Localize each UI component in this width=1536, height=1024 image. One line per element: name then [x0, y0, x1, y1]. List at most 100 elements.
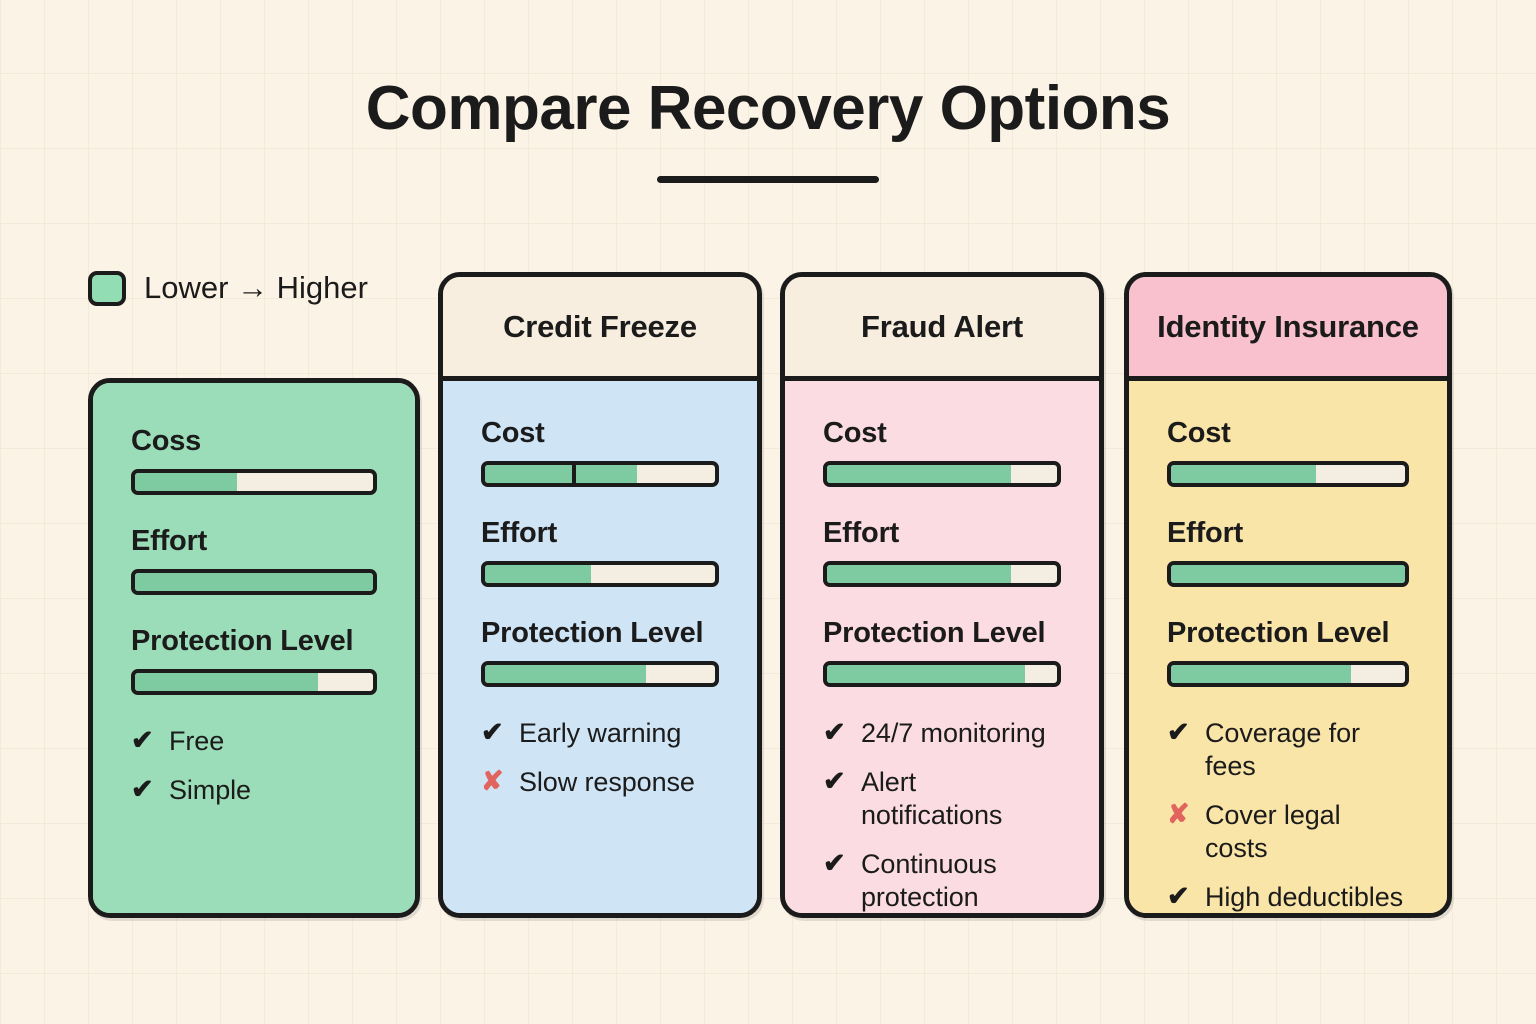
cross-icon: ✘ [481, 765, 504, 796]
check-icon: ✔ [131, 725, 154, 755]
legend: Lower → Higher [88, 270, 368, 306]
metric-bar [1167, 561, 1409, 587]
metric-row: Cost [823, 417, 1061, 487]
metric-label: Protection Level [823, 617, 1046, 649]
feature-list-item: ✔ Free [131, 725, 377, 758]
card-header: Credit Freeze [443, 277, 757, 381]
metric-row: Protection Level [1167, 617, 1409, 687]
metric-label: Cost [1167, 417, 1231, 449]
metric-bar-fill [827, 665, 1025, 683]
metric-bar-fill [1171, 565, 1405, 583]
metric-label: Effort [131, 525, 208, 557]
legend-label: Lower → Higher [144, 270, 368, 305]
metric-row: Coss [131, 425, 377, 495]
metric-row: Cost [481, 417, 719, 487]
metric-row: Protection Level [131, 625, 377, 695]
feature-list-item: ✘Cover legal costs [1167, 799, 1409, 865]
metric-row: Effort [481, 517, 719, 587]
feature-list-item: ✔ High deductibles [1167, 880, 1409, 913]
metric-bar-fill [827, 465, 1011, 483]
feature-list-item: ✔ Simple [131, 774, 377, 807]
metric-bar-fill [485, 565, 591, 583]
metric-bar [131, 569, 377, 595]
metric-bar [823, 661, 1061, 687]
feature-list-item: ✔ Early warning [481, 717, 719, 750]
feature-label: Free [169, 726, 225, 756]
card-title: Fraud Alert [860, 308, 1023, 344]
metric-bar [481, 561, 719, 587]
feature-label: Alert notifications [861, 766, 1003, 830]
legend-swatch-icon [88, 270, 126, 306]
metric-label: Coss [131, 425, 202, 457]
metric-label: Effort [1167, 517, 1244, 549]
cross-icon: ✘ [1167, 798, 1190, 829]
feature-list: ✔ Early warning ✘ Slow response [481, 717, 719, 799]
metric-bar-fill [485, 665, 646, 683]
metric-row: Protection Level [823, 617, 1061, 687]
metric-bar-fill [1171, 465, 1317, 483]
feature-list: ✔ Coverage for fees ✘Cover legal costs ✔ Hig… [1167, 717, 1409, 913]
card-title: Credit Freeze [503, 308, 697, 344]
metric-row: Effort [131, 525, 377, 595]
feature-label: Simple [169, 774, 251, 805]
title-underline-rule [657, 176, 879, 183]
feature-label: High deductibles [1205, 881, 1404, 912]
feature-list-item: ✔ Continuous protection [823, 847, 1061, 913]
metric-label: Effort [481, 517, 558, 549]
check-icon: ✔ [823, 717, 846, 747]
metric-bar [131, 469, 377, 495]
metric-label: Protection Level [481, 617, 704, 649]
feature-list: ✔ 24/7 monitoring ✔ Alert notifications ✔ Con… [823, 717, 1061, 913]
card-title: Identity Insurance [1157, 308, 1419, 344]
metric-bar-fill [827, 565, 1011, 583]
page-title: Compare Recovery Options [365, 74, 1171, 143]
metric-bar [481, 461, 719, 487]
card-header: Identity Insurance [1129, 277, 1447, 381]
metric-bar-fill [135, 673, 319, 691]
metric-bar-fill [485, 465, 637, 483]
metric-label: Cost [823, 417, 887, 449]
feature-label: 24/7 monitoring [861, 718, 1046, 748]
feature-label: Early warning [519, 718, 682, 748]
metric-label: Effort [823, 517, 900, 549]
feature-label: Slow response [519, 766, 695, 797]
metric-label: Protection Level [1167, 617, 1390, 649]
metric-bar [481, 661, 719, 687]
check-icon: ✔ [481, 717, 504, 747]
metric-bar [1167, 661, 1409, 687]
metric-row: Effort [1167, 517, 1409, 587]
metric-row: Effort [823, 517, 1061, 587]
feature-list-item: ✔ Alert notifications [823, 766, 1061, 832]
metric-bar [1167, 461, 1409, 487]
title-block: Compare Recovery Options [0, 78, 1536, 183]
metric-bar-fill [135, 473, 238, 491]
metric-label: Protection Level [131, 625, 354, 657]
check-icon: ✔ [823, 765, 846, 796]
metric-bar-fill [135, 573, 373, 591]
feature-label: Continuous protection [861, 848, 997, 912]
check-icon: ✔ [1167, 880, 1190, 911]
feature-list-item: ✔ Coverage for fees [1167, 717, 1409, 783]
metric-row: Protection Level [481, 617, 719, 687]
metric-row: Cost [1167, 417, 1409, 487]
card-header: Fraud Alert [785, 277, 1099, 381]
check-icon: ✔ [823, 847, 846, 878]
check-icon: ✔ [1167, 717, 1190, 747]
feature-label: Coverage for fees [1205, 718, 1360, 781]
metric-bar-divider [572, 465, 577, 483]
metric-bar [131, 669, 377, 695]
metric-bar-fill [1171, 665, 1352, 683]
metric-label: Cost [481, 417, 545, 449]
metric-bar [823, 561, 1061, 587]
feature-list-item: ✘ Slow response [481, 766, 719, 799]
check-icon: ✔ [131, 773, 154, 804]
